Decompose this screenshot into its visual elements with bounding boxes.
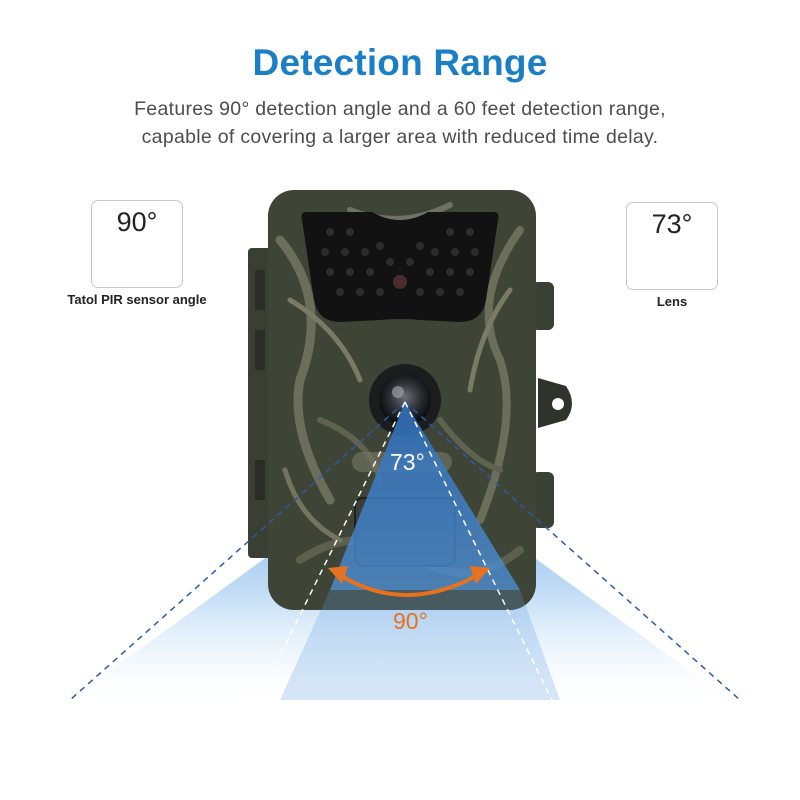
description-line-2: capable of covering a larger area with r…: [141, 126, 659, 148]
lens-angle-label: 73°: [390, 449, 425, 475]
pir-range-lines: [69, 401, 741, 701]
page-title: Detection Range: [252, 42, 548, 83]
ir-leds: [321, 228, 479, 296]
angle-arrow-90: [338, 573, 479, 597]
ir-led-panel: [301, 212, 499, 322]
lens-range-lines: [257, 401, 553, 701]
lens-angle-caption: Lens: [656, 294, 688, 309]
pir-angle-label: 90°: [393, 608, 428, 634]
camera-lens: [379, 374, 431, 426]
lens-angle-value: 73°: [651, 209, 693, 239]
pir-angle-caption: Tatol PIR sensor angle: [67, 292, 207, 307]
camera-latch-right-top: [532, 282, 554, 330]
light-sensor: [393, 275, 407, 289]
description-line-1: Features 90° detection angle and a 60 fe…: [134, 98, 666, 120]
camera-latch-right-bottom: [532, 472, 554, 528]
lens-view-cone: [330, 402, 520, 590]
pir-angle-value: 90°: [116, 207, 158, 237]
pir-angle-card: 90°: [91, 200, 183, 288]
lens-angle-card: 73°: [626, 202, 718, 290]
